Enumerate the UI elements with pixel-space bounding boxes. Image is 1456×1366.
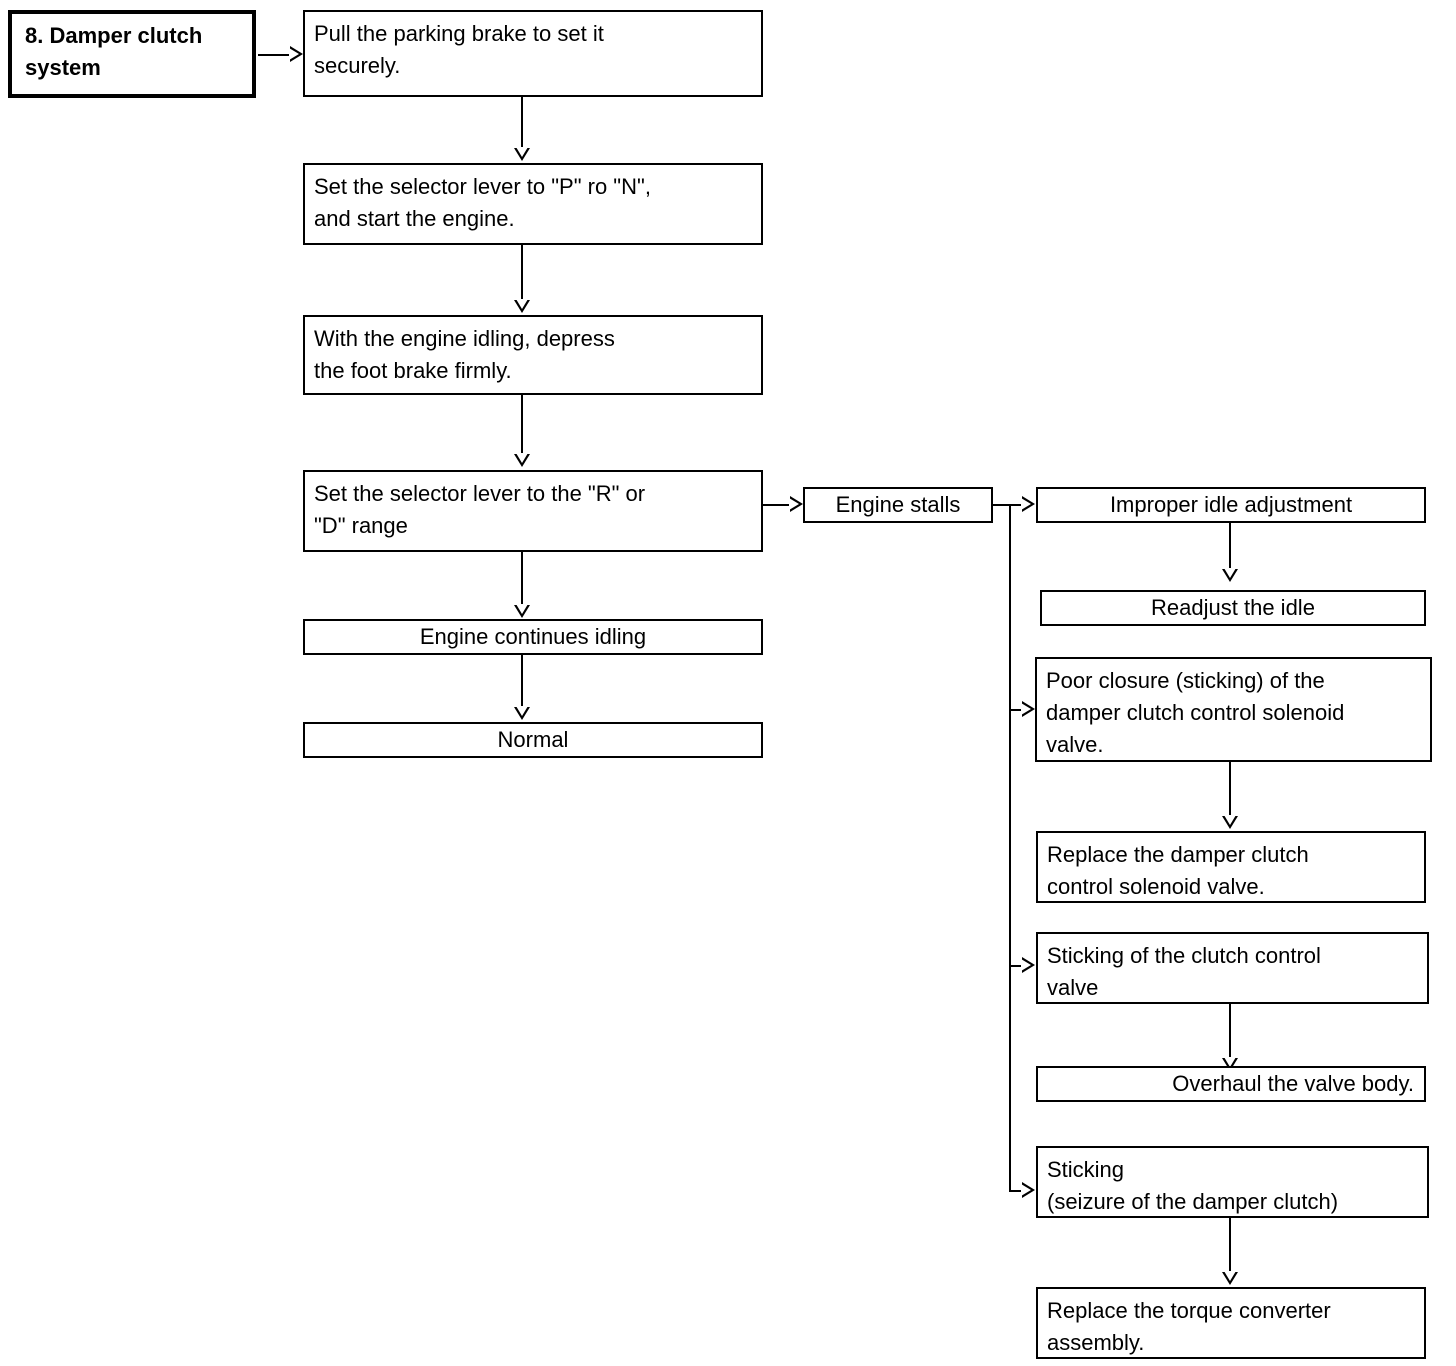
node-normal: Normal [303,722,763,758]
edge-trunk-cause3-line [1009,965,1026,967]
edge-step4-idling-arrowhead [514,604,530,618]
edge-cause4-fix4-line [1229,1218,1231,1274]
edge-trunk-cause3-arrowhead [1021,957,1035,973]
node-replace-torque-converter: Replace the torque converter assembly. [1036,1287,1426,1359]
edge-step4-stalls-arrowhead [789,496,803,512]
node-engine-continues-idling: Engine continues idling [303,619,763,655]
edge-stalls-trunk-vertical [1009,504,1011,1192]
node-header: 8. Damper clutch system [8,10,256,98]
edge-step1-step2-arrowhead [514,147,530,161]
node-step2: Set the selector lever to "P" ro "N", an… [303,163,763,245]
edge-cause1-fix1-line [1229,523,1231,571]
node-engine-stalls: Engine stalls [803,487,993,523]
node-overhaul-valve-body: Overhaul the valve body. [1036,1066,1426,1102]
node-step1: Pull the parking brake to set it securel… [303,10,763,97]
edge-cause1-fix1-arrowhead [1222,568,1238,582]
edge-header-step1-arrowhead [289,46,303,62]
edge-cause2-fix2-line [1229,762,1231,818]
node-step4: Set the selector lever to the "R" or "D"… [303,470,763,552]
node-step3: With the engine idling, depress the foot… [303,315,763,395]
edge-trunk-cause1-line [1009,504,1026,506]
node-readjust-the-idle: Readjust the idle [1040,590,1426,626]
edge-stalls-trunk-top [993,504,1011,506]
edge-step3-step4-arrowhead [514,453,530,467]
edge-step2-step3-arrowhead [514,299,530,313]
edge-cause2-fix2-arrowhead [1222,815,1238,829]
edge-trunk-cause2-line [1009,709,1026,711]
edge-trunk-cause4-line [1009,1190,1026,1192]
node-poor-closure-solenoid-valve: Poor closure (sticking) of the damper cl… [1035,657,1432,762]
edge-cause3-fix3-line [1229,1004,1231,1060]
node-improper-idle-adjustment: Improper idle adjustment [1036,487,1426,523]
node-sticking-clutch-control-valve: Sticking of the clutch control valve [1036,932,1429,1004]
node-sticking-seizure-damper-clutch: Sticking (seizure of the damper clutch) [1036,1146,1429,1218]
edge-idling-normal-line [521,655,523,709]
node-replace-solenoid-valve: Replace the damper clutch control soleno… [1036,831,1426,903]
edge-step4-idling-line [521,552,523,607]
edge-step4-stalls-line [763,504,790,506]
edge-step2-step3-line [521,245,523,303]
edge-cause4-fix4-arrowhead [1222,1271,1238,1285]
edge-step3-step4-line [521,395,523,457]
edge-trunk-cause2-arrowhead [1021,701,1035,717]
edge-trunk-cause4-arrowhead [1021,1182,1035,1198]
edge-header-step1-line [258,54,290,56]
edge-idling-normal-arrowhead [514,706,530,720]
edge-step1-step2-line [521,97,523,149]
edge-trunk-cause1-arrowhead [1021,496,1035,512]
